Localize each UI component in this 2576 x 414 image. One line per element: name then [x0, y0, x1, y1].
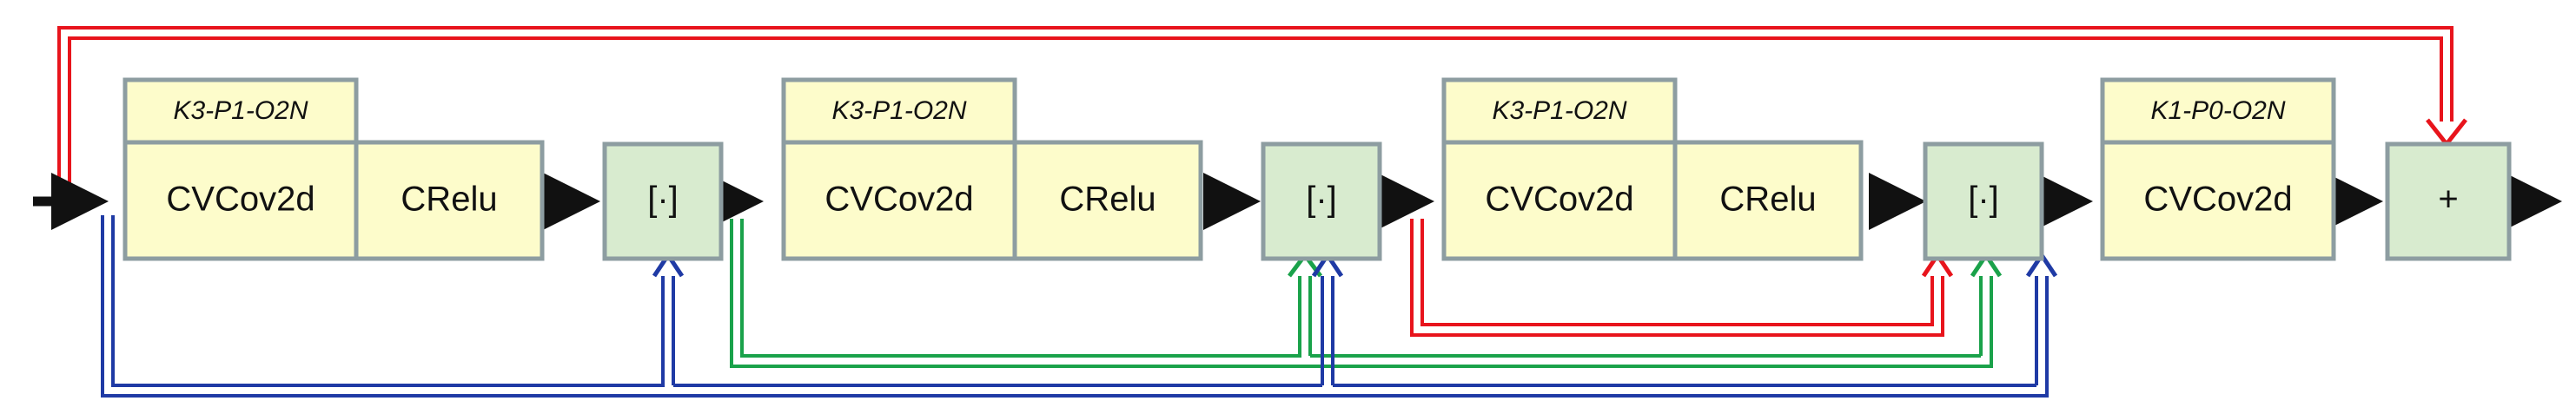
- param-box-4: [2100, 77, 2336, 145]
- concat-label-3: [·]: [1968, 181, 1999, 219]
- cvconv2d-label-4: CVCov2d: [2143, 181, 2292, 219]
- crelu-box-2: [1012, 140, 1203, 261]
- param-box-2: [781, 77, 1017, 145]
- crelu-label-1: CRelu: [401, 181, 497, 219]
- concat-node-3: [·]: [1923, 141, 2044, 261]
- crelu-box-3: [1672, 140, 1864, 261]
- param-label-1: K3-P1-O2N: [173, 96, 308, 125]
- cvconv2d-box-3: [1441, 140, 1678, 261]
- conv-block-1: K3-P1-O2N CVCov2d CRelu: [123, 77, 545, 261]
- concat-node-2: [·]: [1261, 141, 1382, 261]
- conv-block-2: K3-P1-O2N CVCov2d CRelu: [781, 77, 1203, 261]
- param-label-2: K3-P1-O2N: [831, 96, 966, 125]
- concat-label-1: [·]: [647, 181, 679, 219]
- add-label: +: [2438, 181, 2458, 219]
- conv-block-4: K1-P0-O2N CVCov2d: [2100, 77, 2336, 261]
- crelu-label-2: CRelu: [1059, 181, 1156, 219]
- add-node: +: [2385, 141, 2512, 261]
- cvconv2d-label-2: CVCov2d: [824, 181, 973, 219]
- conv-block-3: K3-P1-O2N CVCov2d CRelu: [1441, 77, 1864, 261]
- concat-label-2: [·]: [1306, 181, 1337, 219]
- param-label-4: K1-P0-O2N: [2150, 96, 2285, 125]
- cvconv2d-box-4: [2100, 140, 2336, 261]
- param-label-3: K3-P1-O2N: [1492, 96, 1626, 125]
- cvconv2d-label-3: CVCov2d: [1485, 181, 1633, 219]
- skip-line-blue-input: [101, 215, 2058, 398]
- param-box-3: [1441, 77, 1678, 145]
- crelu-box-1: [354, 140, 545, 261]
- concat-node-1: [·]: [602, 141, 724, 261]
- crelu-label-3: CRelu: [1719, 181, 1816, 219]
- cvconv2d-label-1: CVCov2d: [166, 181, 315, 219]
